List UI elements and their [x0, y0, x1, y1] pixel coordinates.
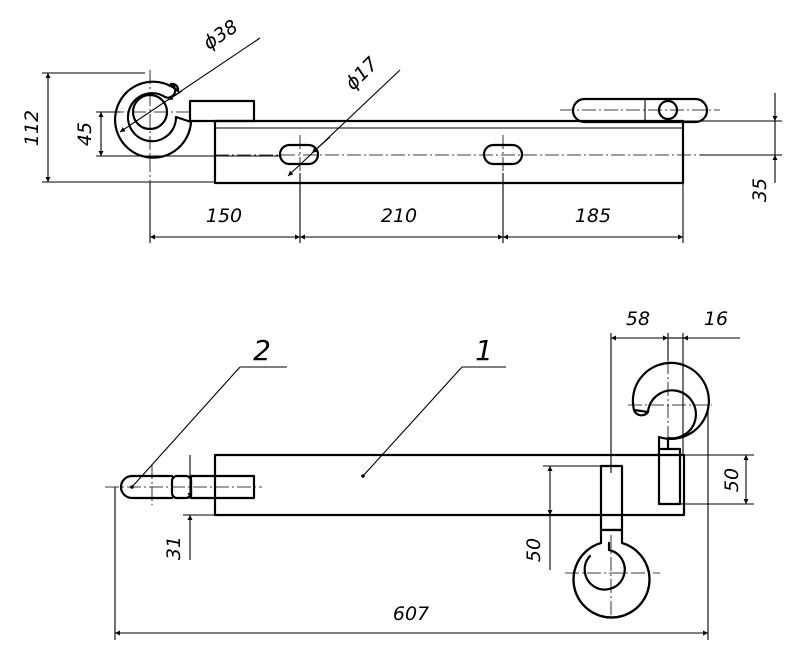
dim-50-right-text: 50	[721, 468, 743, 492]
bottom-body	[213, 453, 686, 517]
dim-50-mid: 50	[523, 465, 601, 570]
part-label-2: 2	[253, 334, 271, 367]
part-label-1: 1	[475, 334, 493, 367]
dim-phi17-text: ϕ17	[341, 53, 383, 95]
dim-112: 112	[21, 72, 215, 183]
dim-phi17: ϕ17	[287, 53, 401, 177]
dim-31: 31	[163, 455, 215, 560]
dim-50-mid-text: 50	[523, 538, 545, 562]
dim-35: 35	[683, 93, 782, 202]
label-leader-2: 2	[131, 334, 287, 488]
dim-58-16: 58 16	[610, 308, 740, 473]
top-latch	[560, 97, 720, 124]
top-view: 112 45 ϕ38 ϕ17 150	[21, 16, 782, 243]
dim-16-text: 16	[704, 308, 728, 330]
dim-phi38-text: ϕ38	[199, 16, 242, 55]
bottom-view: 1 2 58 16 50	[105, 308, 754, 640]
dim-chain: 150 210 185	[149, 173, 684, 243]
dim-112-text: 112	[21, 110, 43, 146]
dim-607: 607	[114, 405, 709, 640]
dim-45-text: 45	[74, 122, 96, 146]
dim-210-text: 210	[381, 205, 417, 227]
label-leader-1: 1	[362, 334, 506, 477]
bottom-hook-down	[565, 464, 660, 619]
dim-58-text: 58	[626, 308, 650, 330]
dim-31-text: 31	[163, 536, 185, 560]
dim-185-text: 185	[575, 205, 611, 227]
bottom-latch	[105, 465, 262, 505]
top-slot-right	[482, 135, 524, 173]
dim-35-text: 35	[749, 178, 771, 202]
dim-45: 45	[74, 111, 280, 157]
dim-50-right: 50	[680, 454, 754, 505]
dim-607-text: 607	[393, 603, 429, 625]
top-slot-left	[278, 135, 320, 173]
dim-150-text: 150	[206, 205, 242, 227]
top-bar	[213, 119, 700, 185]
bottom-hook-up	[628, 360, 712, 506]
